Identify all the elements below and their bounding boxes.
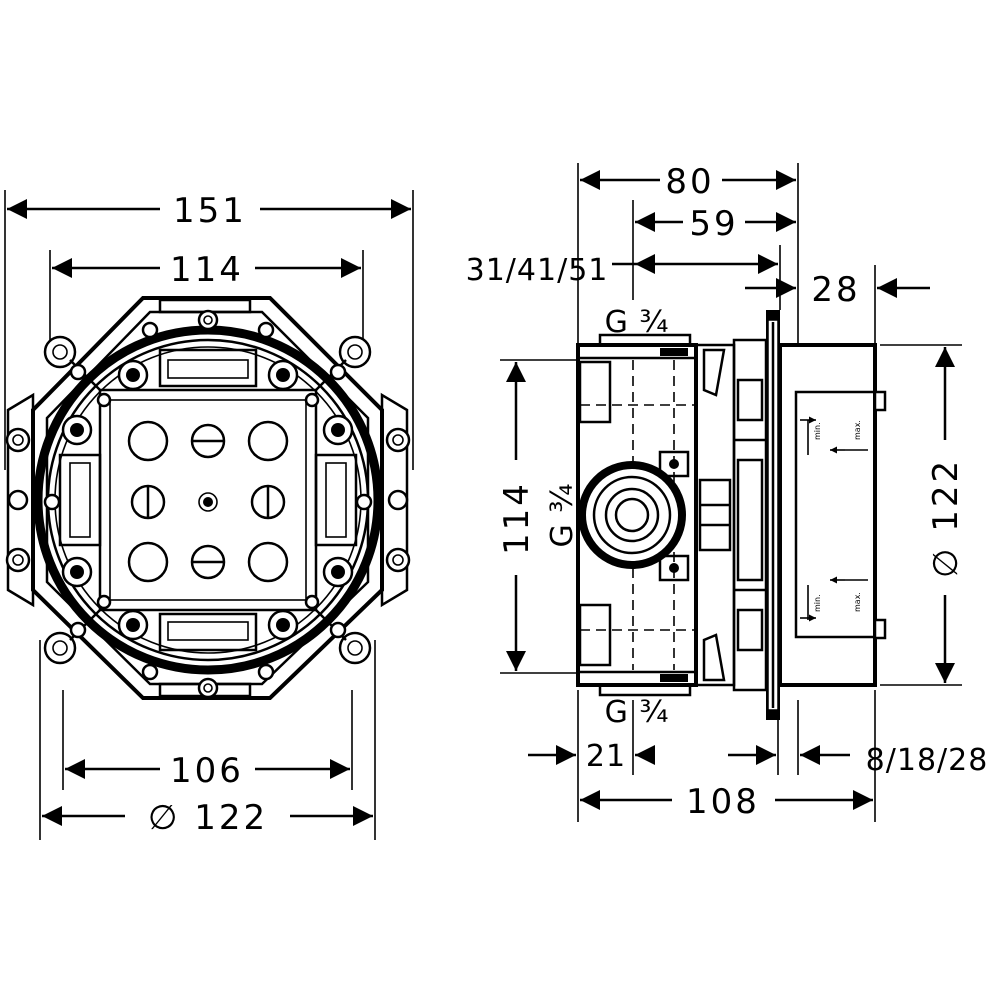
dimension-59: 59 [635,204,796,244]
marker-min-upper: min. [813,422,822,440]
ring-bolts [43,309,373,699]
front-extension-lines [4,190,414,840]
dimension-31-41-51: 31/41/51 [466,253,778,288]
dim-text-21: 21 [586,739,626,774]
dimension-28: 28 [745,270,930,310]
marker-min-lower: min. [813,594,822,612]
marker-max-upper: max. [853,420,862,440]
dimension-151: 151 [7,191,411,231]
dimension-diameter-front: ∅ 122 [42,798,373,838]
dimension-108: 108 [580,782,873,822]
front-view: 151 114 106 ∅ 122 [4,190,414,840]
dim-text-108: 108 [686,782,760,822]
side-extension-lines [500,163,962,822]
dim-text-114-side: 114 [497,481,537,555]
dim-text-8-18-28: 8/18/28 [866,743,989,778]
dimension-114-front: 114 [52,250,361,290]
dim-text-114-front: 114 [170,250,244,290]
dimension-21: 21 [528,739,655,774]
thread-label-middle: G ¾ [545,483,580,548]
dim-text-151: 151 [173,191,247,231]
dimension-106: 106 [65,751,350,791]
dim-text-59: 59 [689,204,738,244]
cover-box: min. max. min. max. [778,343,887,687]
dim-text-80: 80 [665,162,714,202]
dimension-114-side: 114 [497,362,537,671]
dim-text-diameter-front: ∅ 122 [148,798,268,838]
side-view: 80 59 31/41/51 28 114 [466,162,989,822]
side-coupling [694,338,768,692]
dimension-80: 80 [580,162,796,202]
marker-max-lower: max. [853,592,862,612]
side-body [576,333,698,697]
dim-text-diameter-side: ∅ 122 [926,458,966,578]
dim-text-28: 28 [811,270,860,310]
octagon-housing [6,296,409,700]
dim-text-106: 106 [170,751,244,791]
thread-label-bottom: G ¾ [605,695,670,730]
dimension-8-18-28: 8/18/28 [728,743,989,778]
dim-text-31-41-51: 31/41/51 [466,253,609,288]
dimension-diameter-side: ∅ 122 [926,347,966,683]
port-grid [127,420,289,583]
flange-plate [766,310,780,720]
mounting-ears [5,335,411,665]
